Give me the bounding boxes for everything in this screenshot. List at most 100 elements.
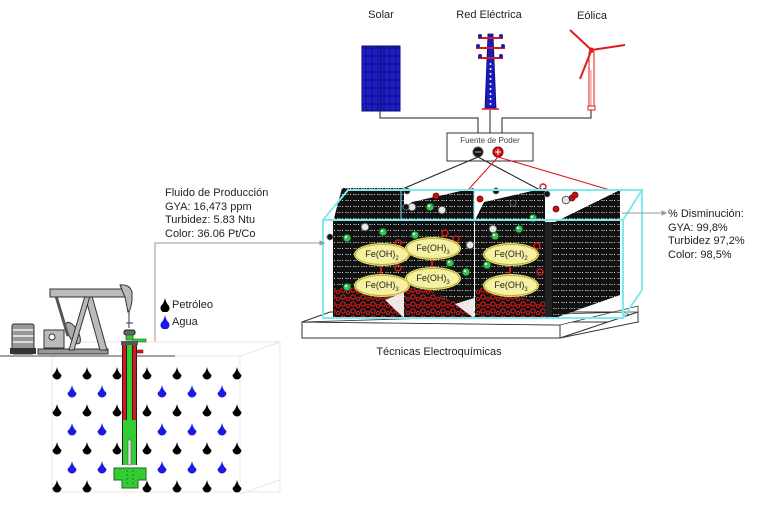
transmission-tower-icon bbox=[476, 33, 505, 110]
floc-subscript: 2 bbox=[395, 255, 399, 262]
particle bbox=[394, 264, 402, 272]
electrode-wires bbox=[399, 156, 611, 191]
electrode-plate bbox=[545, 190, 620, 318]
floc-formula: Fe(OH) bbox=[494, 249, 525, 259]
reservoir-block bbox=[51, 341, 281, 495]
oil-drop-icon bbox=[82, 367, 92, 380]
oil-drop-icon bbox=[160, 298, 170, 312]
oil-drop-icon bbox=[82, 480, 92, 493]
water-drop-icon bbox=[97, 461, 107, 474]
water-drop-icon bbox=[157, 423, 167, 436]
legend-label: Agua bbox=[172, 316, 198, 328]
floc-label: Fe(OH)2 bbox=[484, 244, 538, 265]
source-wires bbox=[379, 110, 592, 133]
particle bbox=[437, 205, 447, 215]
solar-panel-icon bbox=[361, 45, 401, 112]
tank-outline bbox=[322, 189, 644, 319]
floc-formula: Fe(OH) bbox=[365, 249, 396, 259]
oil-drop-icon bbox=[82, 404, 92, 417]
floc-subscript: 2 bbox=[524, 255, 528, 262]
oil-drop-icon bbox=[52, 480, 62, 493]
water-drop-icon bbox=[217, 461, 227, 474]
oil-drop-icon bbox=[82, 442, 92, 455]
floc-label: Fe(OH)3 bbox=[406, 268, 460, 289]
grid-label: Red Eléctrica bbox=[456, 9, 522, 21]
floc-formula: Fe(OH) bbox=[365, 280, 396, 290]
particle bbox=[441, 229, 449, 237]
particle bbox=[378, 227, 388, 237]
particle bbox=[476, 195, 484, 203]
particle bbox=[402, 203, 410, 211]
reduction-gya: GYA: 99,8% bbox=[668, 221, 728, 234]
floc-label: Fe(OH)2 bbox=[355, 244, 409, 265]
oil-drop-icon bbox=[142, 367, 152, 380]
oil-drop-icon bbox=[232, 367, 242, 380]
electrode-plate bbox=[333, 188, 404, 222]
floc-formula: Fe(OH) bbox=[416, 273, 447, 283]
particle bbox=[445, 258, 455, 268]
water-drop-icon bbox=[217, 423, 227, 436]
floc-label: Fe(OH)3 bbox=[406, 238, 460, 259]
oil-drop-icon bbox=[172, 404, 182, 417]
particle bbox=[452, 235, 460, 243]
particle bbox=[488, 224, 498, 234]
particle bbox=[326, 233, 334, 241]
inflow-arrow bbox=[154, 240, 326, 350]
floc-subscript: 3 bbox=[446, 249, 450, 256]
oil-drop-icon bbox=[112, 442, 122, 455]
oil-drop-icon bbox=[232, 404, 242, 417]
water-drop-icon bbox=[67, 423, 77, 436]
floc-subscript: 3 bbox=[446, 279, 450, 286]
particle bbox=[490, 231, 500, 241]
oil-drop-icon bbox=[142, 404, 152, 417]
water-drop-icon bbox=[160, 315, 170, 329]
oil-drop-icon bbox=[112, 367, 122, 380]
floc-subscript: 3 bbox=[395, 286, 399, 293]
oil-drop-icon bbox=[202, 442, 212, 455]
particle bbox=[465, 240, 475, 250]
legend-label: Petróleo bbox=[172, 299, 213, 311]
water-drop-icon bbox=[157, 385, 167, 398]
electrode-plate bbox=[474, 188, 545, 222]
floc-formula: Fe(OH) bbox=[494, 280, 525, 290]
water-drop-icon bbox=[157, 461, 167, 474]
floc-label: Fe(OH)3 bbox=[484, 275, 538, 296]
particle bbox=[552, 205, 560, 213]
legend-item-water: Agua bbox=[160, 315, 198, 329]
particle bbox=[509, 199, 517, 207]
oil-drop-icon bbox=[142, 442, 152, 455]
oil-drop-icon bbox=[112, 404, 122, 417]
particle bbox=[536, 268, 544, 276]
particle bbox=[410, 230, 420, 240]
pumpjack-icon bbox=[10, 284, 147, 355]
oil-drop-icon bbox=[52, 367, 62, 380]
particle bbox=[533, 242, 541, 250]
legend-item-oil: Petróleo bbox=[160, 298, 213, 312]
water-drop-icon bbox=[187, 461, 197, 474]
production-fluid-title: Fluido de Producción bbox=[165, 187, 269, 199]
wind-turbine-icon bbox=[569, 29, 626, 111]
particle bbox=[432, 192, 440, 200]
oil-drop-icon bbox=[172, 442, 182, 455]
oil-drop-icon bbox=[172, 480, 182, 493]
production-fluid-color: Color: 36.06 Pt/Co bbox=[165, 227, 256, 240]
reservoir-drops bbox=[52, 367, 242, 493]
water-drop-icon bbox=[67, 461, 77, 474]
reactor-label: Técnicas Electroquímicas bbox=[376, 346, 502, 358]
production-fluid-gya: GYA: 16,473 ppm bbox=[165, 200, 252, 213]
production-fluid-info: Fluido de Producción GYA: 16,473 ppm Tur… bbox=[165, 187, 268, 241]
water-drop-icon bbox=[97, 423, 107, 436]
oil-drop-icon bbox=[202, 480, 212, 493]
water-drop-icon bbox=[187, 423, 197, 436]
particle bbox=[482, 260, 492, 270]
oil-drop-icon bbox=[232, 442, 242, 455]
particle bbox=[543, 190, 551, 198]
particle bbox=[461, 267, 471, 277]
particle bbox=[425, 202, 435, 212]
reduction-info: % Disminución: GYA: 99,8% Turbidez 97,2%… bbox=[668, 208, 745, 262]
electrode-plate bbox=[404, 188, 474, 222]
particle bbox=[342, 282, 352, 292]
water-drop-icon bbox=[97, 385, 107, 398]
